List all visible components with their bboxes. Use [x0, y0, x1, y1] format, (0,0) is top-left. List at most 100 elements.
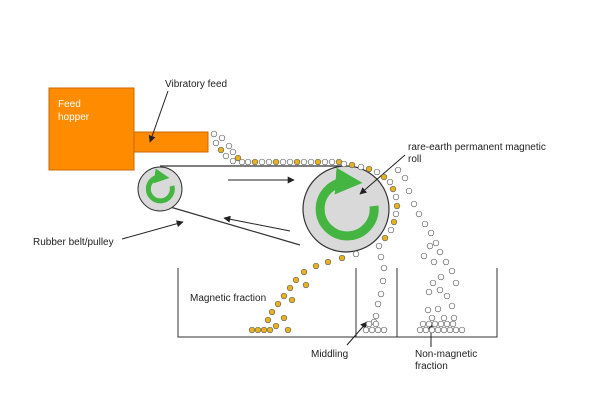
nonmagnetic-particle: [429, 279, 437, 287]
magnetic-particle: [280, 314, 288, 322]
nonmagnetic-particle: [387, 226, 395, 234]
magnetic-particle: [293, 158, 301, 166]
nonmagnetic-particle: [365, 320, 373, 328]
nonmagnetic-particle: [379, 277, 387, 285]
vibratory-feed-chute: [133, 131, 209, 153]
nonmagnetic-particle: [392, 193, 400, 201]
magnetic-roll: [302, 165, 390, 253]
magnetic-particle: [251, 158, 259, 166]
magnetic-particle: [280, 292, 288, 300]
nonmagnetic-particle: [448, 302, 456, 310]
nonmagnetic-particle: [432, 239, 440, 247]
feed-hopper-label-line2: hopper: [58, 112, 90, 123]
middling-label: Middling: [311, 349, 348, 360]
nonmagnetic-particle: [229, 148, 237, 156]
nonmagnetic-particle: [416, 326, 424, 334]
nonmagnetic-particle: [420, 252, 428, 260]
nonmagnetic-particle: [443, 320, 451, 328]
particles: [210, 130, 466, 334]
vibratory-feed-pointer: [148, 90, 169, 143]
magnetic-roll-label-line1: rare-earth permanent magnetic: [408, 142, 546, 153]
nonmagnetic-particle: [436, 248, 444, 256]
nonmagnetic-particle: [421, 220, 429, 228]
magnetic-fraction-label: Magnetic fraction: [190, 293, 266, 304]
magnetic-particle: [234, 154, 242, 162]
collection-bins: [177, 268, 498, 338]
roll-rotation-arrow-icon: [315, 167, 379, 241]
nonmagnetic-particle: [222, 152, 230, 160]
magnetic-particle: [288, 296, 296, 304]
pulley: [137, 166, 183, 212]
magnetic-particle: [217, 146, 225, 154]
belt-direction-arrow-bottom: [223, 215, 291, 232]
rubber-belt: [159, 165, 346, 246]
nonmagnetic-particle: [375, 242, 383, 250]
nonmagnetic-particle: [410, 200, 418, 208]
nonmagnetic-particle: [450, 314, 458, 322]
nonmagnetic-particle: [434, 305, 442, 313]
nonmagnetic-particle: [425, 320, 433, 328]
nonmagnetic-particle: [452, 326, 460, 334]
nonmagnetic-particle: [448, 267, 456, 275]
nonmagnetic-particle: [440, 314, 448, 322]
magnetic-particle: [312, 262, 320, 270]
nonmagnetic-particle: [437, 273, 445, 281]
vibratory-feed-label: Vibratory feed: [165, 79, 227, 90]
magnetic-particle: [300, 268, 308, 276]
nonmagnetic-particle: [458, 326, 466, 334]
nonmagnetic-particle: [372, 320, 380, 328]
nonmagnetic-fraction-label-line1: Non-magnetic: [415, 349, 477, 360]
nonmagnetic-particle: [352, 250, 360, 258]
nonmagnetic-particle: [437, 320, 445, 328]
nonmagnetic-particle: [373, 168, 381, 176]
feed-hopper-label-line1: Feed: [58, 99, 81, 110]
nonmagnetic-particle: [426, 242, 434, 250]
magnetic-roll-label-line2: roll: [408, 154, 421, 165]
nonmagnetic-particle: [340, 160, 348, 168]
magnetic-particle: [292, 276, 300, 284]
magnetic-particle: [381, 234, 389, 242]
magnetic-particle: [286, 284, 294, 292]
nonmagnetic-particle: [452, 279, 460, 287]
magnetic-particle: [272, 158, 280, 166]
nonmagnetic-particle: [377, 253, 385, 261]
nonmagnetic-particle: [218, 134, 226, 142]
nonmagnetic-particle: [362, 326, 370, 334]
nonmagnetic-particle: [427, 229, 435, 237]
magnetic-particle: [380, 173, 388, 181]
magnetic-particle: [338, 254, 346, 262]
nonmagnetic-particle: [442, 258, 450, 266]
nonmagnetic-particle: [380, 264, 388, 272]
belt-pulley-label: Rubber belt/pulley: [33, 237, 114, 248]
magnetic-particle: [348, 161, 356, 169]
nonmagnetic-particle: [386, 178, 394, 186]
nonmagnetic-particle: [392, 210, 400, 218]
magnetic-particle: [324, 258, 332, 266]
nonmagnetic-particle: [328, 158, 336, 166]
magnetic-particle: [264, 316, 272, 324]
nonmagnetic-particle: [380, 326, 388, 334]
nonmagnetic-particle: [377, 290, 385, 298]
nonmagnetic-particle: [431, 320, 439, 328]
magnetic-particle: [272, 322, 280, 330]
nonmagnetic-particle: [357, 163, 365, 171]
nonmagnetic-particle: [229, 157, 237, 165]
feed-hopper: Feed hopper: [48, 87, 135, 171]
magnetic-particle: [268, 308, 276, 316]
magnetic-particle: [248, 326, 256, 334]
nonmagnetic-particle: [286, 158, 294, 166]
nonmagnetic-particle: [307, 158, 315, 166]
nonmagnetic-particle: [300, 158, 308, 166]
nonmagnetic-particle: [436, 286, 444, 294]
nonmagnetic-particle: [443, 292, 451, 300]
nonmagnetic-particle: [449, 320, 457, 328]
nonmagnetic-particle: [415, 210, 423, 218]
nonmagnetic-particle: [368, 326, 376, 334]
magnetic-particle: [389, 185, 397, 193]
magnetic-particle: [274, 300, 282, 308]
nonmagnetic-particle: [434, 326, 442, 334]
magnetic-particle: [393, 202, 401, 210]
nonmagnetic-particle: [372, 312, 380, 320]
nonmagnetic-particle: [401, 174, 409, 182]
